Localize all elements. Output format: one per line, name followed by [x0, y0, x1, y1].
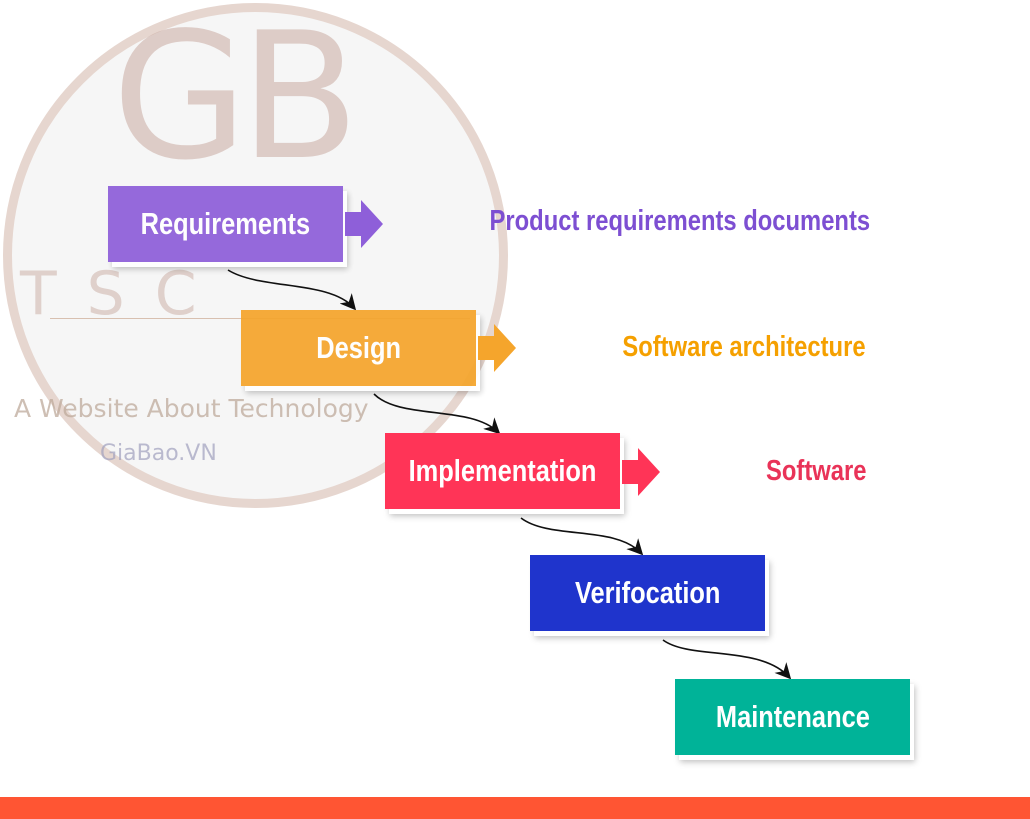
watermark-letters: TSC [20, 259, 227, 329]
phase-implementation: Implementation [385, 433, 620, 509]
phase-verification: Verifocation [530, 555, 765, 631]
footer-bar [0, 797, 1030, 819]
phase-maintenance: Maintenance [675, 679, 910, 755]
phase-design: Design [241, 310, 476, 386]
watermark-logo: GB [112, 0, 360, 199]
output-requirements: Product requirements documents [489, 205, 870, 237]
connector-arrow [662, 639, 792, 680]
output-implementation: Software [765, 455, 866, 487]
connector-arrow [520, 517, 644, 556]
output-design: Software architecture [622, 331, 866, 363]
watermark-tagline: A Website About Technology [14, 394, 369, 423]
watermark-site: GiaBao.VN [100, 441, 217, 466]
watermark-circle: GB TSC A Website About Technology GiaBao… [3, 3, 508, 508]
phase-requirements: Requirements [108, 186, 343, 262]
connector-arrow [373, 393, 501, 435]
connector-arrow [227, 269, 357, 311]
